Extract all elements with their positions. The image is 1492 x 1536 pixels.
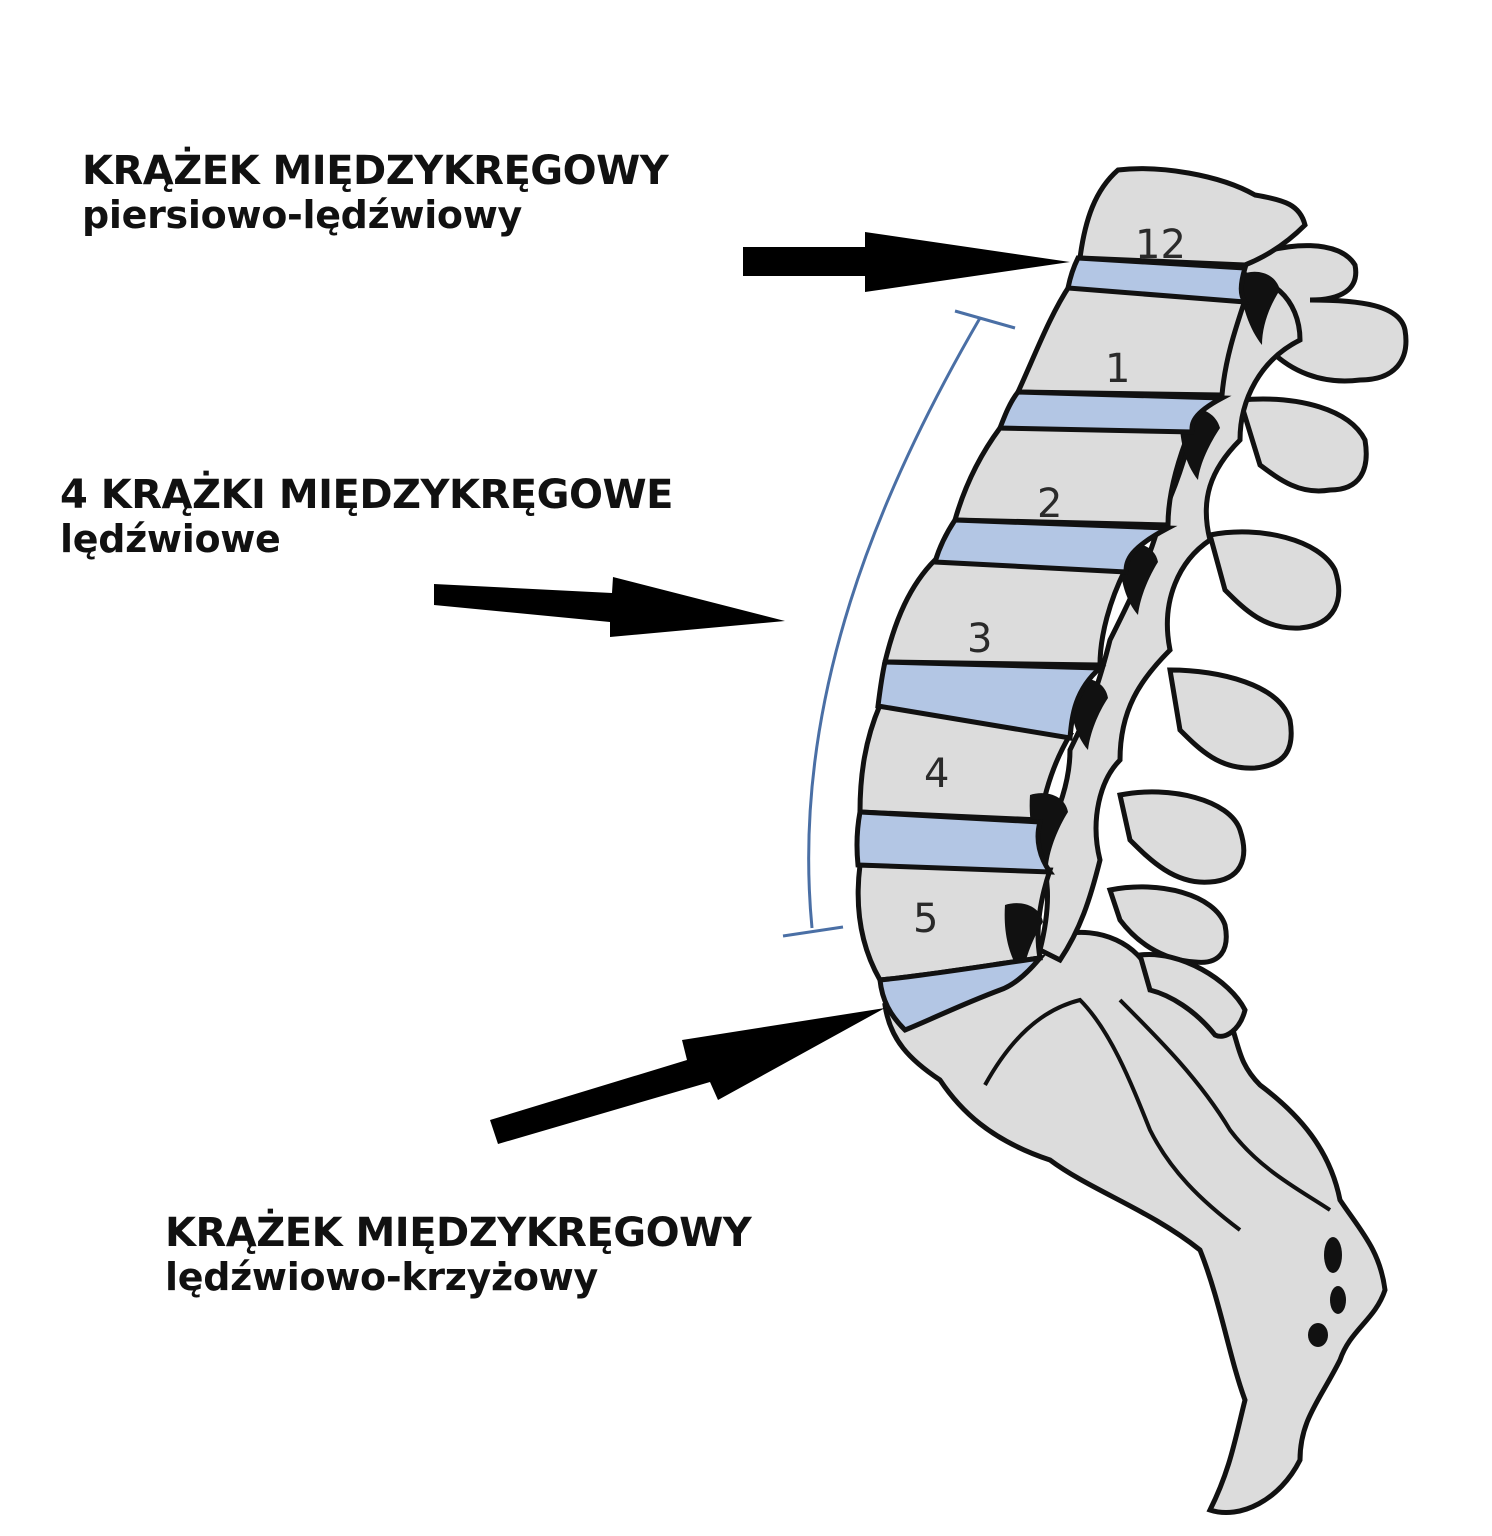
label-lumbosacral-disc: KRĄŻEK MIĘDZYKRĘGOWY lędźwiowo-krzyżowy — [165, 1210, 751, 1300]
bracket-cap-bottom — [783, 927, 843, 936]
sacrum-shape — [885, 932, 1385, 1512]
spinous-process-l2 — [1210, 532, 1339, 628]
vertebra-number-t12: 12 — [1135, 222, 1186, 268]
sacral-foramen-2 — [1330, 1286, 1346, 1314]
spinous-process-l3 — [1170, 670, 1291, 768]
label-top-title: KRĄŻEK MIĘDZYKRĘGOWY — [82, 148, 668, 194]
spinous-process-l1 — [1240, 399, 1366, 491]
vertebra-number-l3: 3 — [967, 616, 992, 662]
label-bottom-title: KRĄŻEK MIĘDZYKRĘGOWY — [165, 1210, 751, 1256]
vertebra-l2-body — [955, 428, 1190, 525]
vertebra-number-l5: 5 — [913, 896, 938, 942]
label-lumbar-discs: 4 KRĄŻKI MIĘDZYKRĘGOWE lędźwiowe — [60, 472, 673, 562]
label-top-subtitle: piersiowo-lędźwiowy — [82, 194, 668, 238]
vertebra-number-l4: 4 — [924, 751, 949, 797]
spinous-process-l4 — [1120, 792, 1244, 882]
arrow-top — [743, 232, 1070, 292]
label-middle-title: 4 KRĄŻKI MIĘDZYKRĘGOWE — [60, 472, 673, 518]
label-middle-subtitle: lędźwiowe — [60, 518, 673, 562]
sacral-foramen-3 — [1308, 1323, 1328, 1347]
label-bottom-subtitle: lędźwiowo-krzyżowy — [165, 1256, 751, 1300]
sacrum — [885, 932, 1385, 1512]
arrow-middle — [434, 577, 785, 637]
disc-l4-l5 — [857, 812, 1050, 872]
bracket-cap-top — [955, 311, 1015, 328]
sacral-foramen-1 — [1324, 1237, 1342, 1273]
vertebra-number-l1: 1 — [1105, 346, 1130, 392]
label-thoracolumbar-disc: KRĄŻEK MIĘDZYKRĘGOWY piersiowo-lędźwiowy — [82, 148, 668, 238]
disc-l1-l2 — [1000, 392, 1222, 432]
vertebra-t12-body — [1080, 169, 1305, 265]
vertebra-number-l2: 2 — [1037, 481, 1062, 527]
arrow-bottom — [490, 1008, 885, 1144]
vertebra-l3-body — [885, 560, 1125, 665]
